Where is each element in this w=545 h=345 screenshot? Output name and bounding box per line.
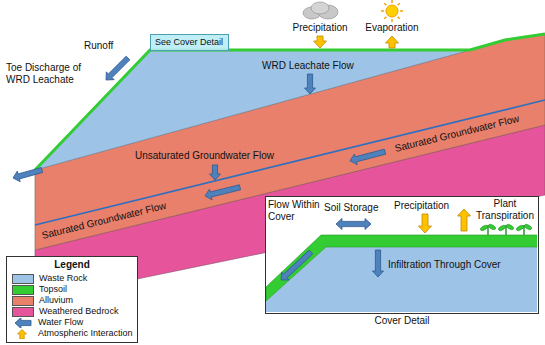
legend-text: Atmospheric Interaction xyxy=(38,328,133,339)
water-flow-arrow xyxy=(373,250,384,277)
water-flow-arrow xyxy=(210,165,221,180)
flow-label: Runoff xyxy=(84,40,113,52)
atmospheric-arrow xyxy=(18,329,27,339)
flow-label: Infiltration Through Cover xyxy=(388,259,501,271)
plants xyxy=(480,223,533,235)
water-flow-arrow xyxy=(15,318,31,328)
water-flow-arrow xyxy=(350,149,386,164)
water-flow-arrow xyxy=(305,74,316,94)
plant-leaf xyxy=(480,224,489,231)
plant-leaf xyxy=(488,223,497,230)
legend-swatch xyxy=(12,307,34,317)
legend-row: Waste Rock xyxy=(12,273,132,284)
legend-text: Weathered Bedrock xyxy=(39,306,118,317)
plant-leaf xyxy=(516,224,525,231)
legend-row: Alluvium xyxy=(12,295,132,306)
atmospheric-label: Plant Transpiration xyxy=(472,198,538,222)
plant-leaf xyxy=(498,224,507,231)
legend-symbol xyxy=(12,318,33,328)
sun-ray xyxy=(398,3,400,5)
atmospheric-arrow xyxy=(458,209,471,231)
waste-rock xyxy=(266,247,537,312)
atmospheric-arrow xyxy=(386,36,399,48)
sun-ray xyxy=(391,19,392,22)
flow-arrows xyxy=(13,36,399,200)
atmospheric-label: Evaporation xyxy=(365,22,418,34)
atmospheric-label: Precipitation xyxy=(292,22,347,34)
topsoil xyxy=(35,34,545,170)
legend-row: Atmospheric Interaction xyxy=(12,328,132,339)
sun xyxy=(381,0,403,22)
sun-ray xyxy=(391,0,392,3)
callout-text: See Cover Detail xyxy=(151,35,228,50)
water-flow-arrow xyxy=(336,219,371,230)
sun-ray xyxy=(398,17,400,19)
flow-label: Unsaturated Groundwater Flow xyxy=(135,150,274,162)
legend-row: Water Flow xyxy=(12,317,132,328)
water-flow-arrow xyxy=(281,250,313,280)
water-flow-arrow xyxy=(13,167,43,181)
cover-detail-panel: Cover DetailPrecipitationPlant Transpira… xyxy=(265,196,539,314)
legend-title: Legend xyxy=(12,259,132,271)
water-flow-arrow xyxy=(205,185,241,200)
sun-disc xyxy=(386,5,398,17)
legend-row: Topsoil xyxy=(12,284,132,295)
atmospheric-arrow xyxy=(314,36,327,48)
panel-caption: Cover Detail xyxy=(266,315,538,327)
legend-text: Alluvium xyxy=(39,295,73,306)
legend-text: Water Flow xyxy=(38,317,83,328)
legend-row: Weathered Bedrock xyxy=(12,306,132,317)
flow-label: WRD Leachate Flow xyxy=(262,60,354,72)
sun-ray xyxy=(384,3,386,5)
plant-leaf xyxy=(524,223,533,230)
cloud-part xyxy=(311,2,329,14)
sun-ray xyxy=(400,10,403,11)
sun-ray xyxy=(384,17,386,19)
atmospheric-arrow xyxy=(419,214,432,233)
water-flow-arrow xyxy=(106,56,130,80)
atmospheric-label: Precipitation xyxy=(394,200,449,212)
legend-heading-slot: Legend xyxy=(12,259,132,271)
legend-swatch xyxy=(12,274,34,284)
flow-label: Toe Discharge of WRD Leachate xyxy=(6,62,101,86)
flow-label: Flow Within Cover xyxy=(268,199,320,223)
legend-box: LegendWaste RockTopsoilAlluviumWeathered… xyxy=(6,256,138,343)
plant-leaf xyxy=(506,223,515,230)
legend-symbol xyxy=(12,329,33,339)
legend-swatch xyxy=(12,296,34,306)
legend-text: Topsoil xyxy=(39,284,67,295)
flow-label: Soil Storage xyxy=(324,202,378,214)
cover-callout-box: See Cover Detail xyxy=(150,34,229,51)
legend-swatch xyxy=(12,285,34,295)
legend-text: Waste Rock xyxy=(39,273,87,284)
cloud xyxy=(303,2,338,19)
topsoil-cover xyxy=(266,235,537,301)
sun-ray xyxy=(381,10,384,11)
